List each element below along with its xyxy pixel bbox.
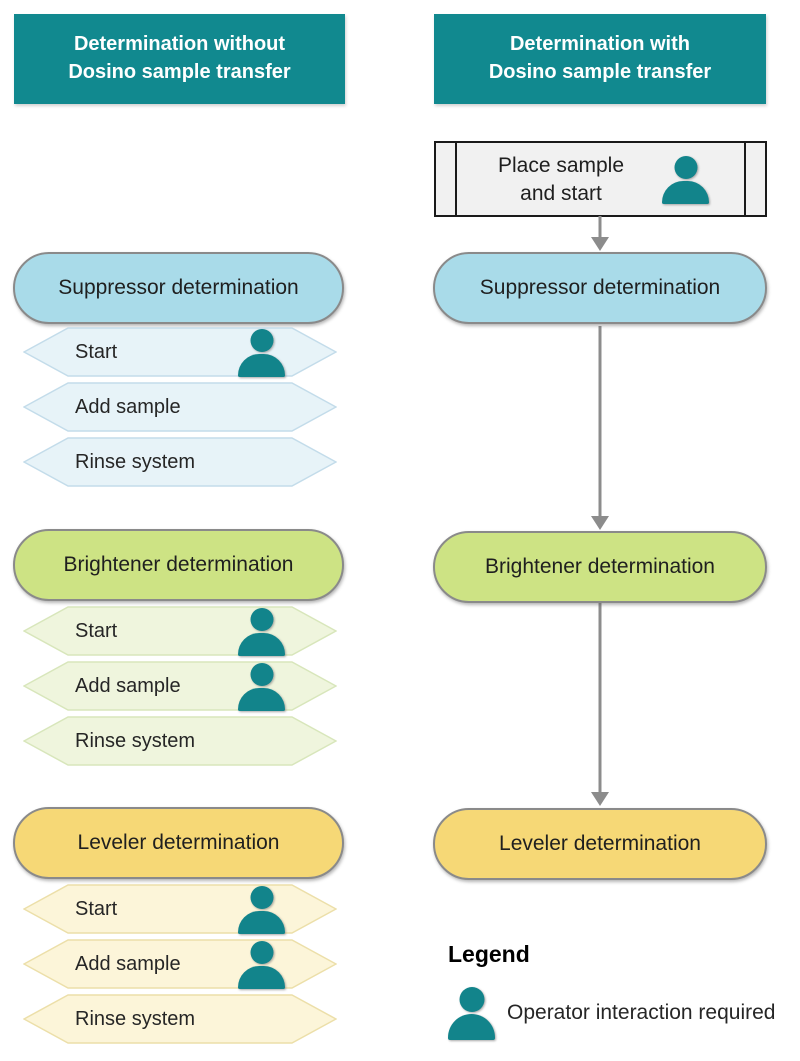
step-label: Add sample — [75, 952, 181, 975]
step-label: Start — [75, 340, 118, 363]
stage-brightener-determination: Brightener determination — [433, 531, 767, 603]
stage-label: Brightener determination — [485, 555, 715, 578]
hexagon-shape — [23, 884, 337, 934]
step-label: Start — [75, 619, 118, 642]
hexagon-shape — [23, 327, 337, 377]
arrowhead-icon — [591, 237, 609, 251]
right-column-header: Determination with Dosino sample transfe… — [434, 14, 766, 104]
step-rinse-system: Rinse system — [23, 437, 337, 487]
person-icon — [238, 608, 285, 656]
legend-title: Legend — [448, 941, 530, 967]
step-start: Start — [23, 606, 337, 656]
stage-label: Leveler determination — [77, 831, 280, 854]
hexagon-shape — [23, 437, 337, 487]
legend-item-label: Operator interaction required — [507, 1001, 776, 1024]
group-suppressor-title: Suppressor determination — [13, 252, 344, 324]
header-line: Determination with — [509, 33, 690, 55]
header-line: Dosino sample transfer — [68, 61, 291, 83]
person-icon — [238, 886, 285, 934]
stage-label: Brightener determination — [63, 553, 294, 576]
step-label: Start — [75, 897, 118, 920]
process-box-right-bar — [744, 143, 746, 215]
step-label: Add sample — [75, 674, 181, 697]
arrowhead-icon — [591, 516, 609, 530]
group-leveler-title: Leveler determination — [13, 807, 344, 879]
place-sample-label: Place sample and start — [466, 152, 656, 208]
place-sample-box: Place sample and start — [434, 141, 767, 217]
hexagon-shape — [23, 606, 337, 656]
step-rinse-system: Rinse system — [23, 716, 337, 766]
person-icon — [448, 987, 495, 1040]
flow-arrow-down — [590, 216, 610, 251]
header-line: Determination without — [73, 33, 286, 55]
step-start: Start — [23, 327, 337, 377]
stage-leveler-determination: Leveler determination — [433, 808, 767, 880]
step-rinse-system: Rinse system — [23, 994, 337, 1044]
person-icon — [662, 156, 709, 204]
place-sample-line: Place sample — [497, 154, 625, 177]
flow-arrow-down — [590, 603, 610, 806]
process-box-left-bar — [455, 143, 457, 215]
stage-label: Suppressor determination — [58, 276, 299, 299]
step-add-sample: Add sample — [23, 382, 337, 432]
arrowhead-icon — [591, 792, 609, 806]
step-start: Start — [23, 884, 337, 934]
step-label: Add sample — [75, 395, 181, 418]
left-column-header: Determination without Dosino sample tran… — [14, 14, 345, 104]
person-icon — [238, 941, 285, 989]
stage-suppressor-determination: Suppressor determination — [433, 252, 767, 324]
step-label: Rinse system — [75, 1007, 196, 1030]
group-brightener-title: Brightener determination — [13, 529, 344, 601]
person-icon — [238, 663, 285, 711]
hexagon-shape — [23, 716, 337, 766]
stage-label: Suppressor determination — [479, 276, 721, 299]
hexagon-shape — [23, 382, 337, 432]
flow-arrow-down — [590, 326, 610, 530]
person-icon — [238, 329, 285, 377]
step-label: Rinse system — [75, 450, 196, 473]
place-sample-line: and start — [520, 182, 602, 205]
step-add-sample: Add sample — [23, 939, 337, 989]
hexagon-shape — [23, 994, 337, 1044]
header-line: Dosino sample transfer — [488, 61, 712, 83]
stage-label: Leveler determination — [499, 832, 701, 855]
step-label: Rinse system — [75, 729, 196, 752]
step-add-sample: Add sample — [23, 661, 337, 711]
